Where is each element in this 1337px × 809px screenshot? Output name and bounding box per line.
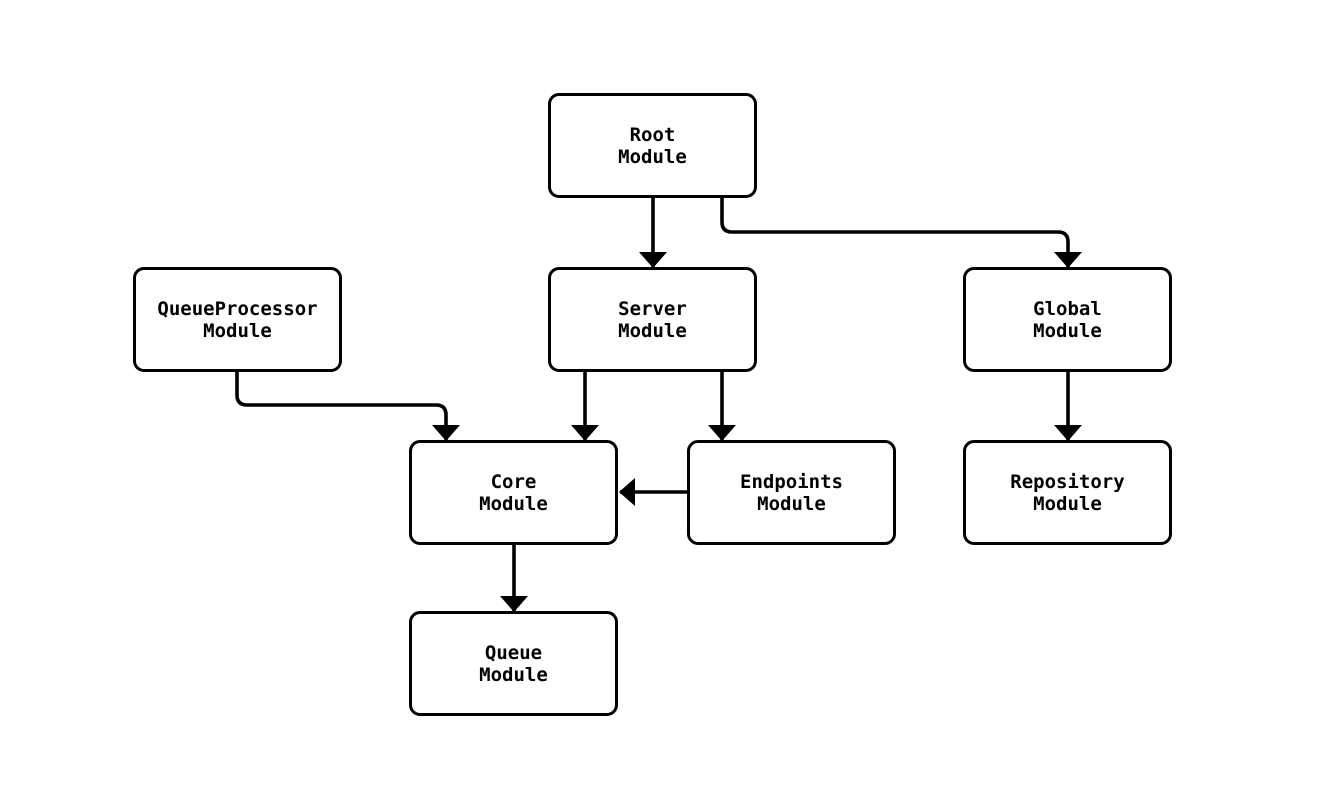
node-endpoints-label-line2: Module [757,492,826,515]
node-endpoints-label-line1: Endpoints [740,470,843,493]
node-queueprocessor-label-line1: QueueProcessor [157,297,318,320]
node-server-label-line2: Module [618,319,687,342]
node-queue-label-line2: Module [479,663,548,686]
node-root-label-line1: Root [629,123,676,146]
edges-group [235,198,1082,612]
node-root-label-line2: Module [618,145,687,168]
node-global-label-line2: Module [1033,319,1102,342]
node-server-label-line1: Server [618,297,687,320]
node-queueprocessor-label-line2: Module [203,319,272,342]
node-core-label-line2: Module [479,492,548,515]
node-repository-label-line1: Repository [1010,470,1125,493]
edge-root-to-global [720,198,1082,268]
node-global-label-line1: Global [1033,297,1102,320]
node-queue-label-line1: Queue [484,641,543,664]
edge-queueprocessor-to-core [235,372,460,441]
node-repository-label-line2: Module [1033,492,1102,515]
node-core-label-line1: Core [490,470,537,493]
